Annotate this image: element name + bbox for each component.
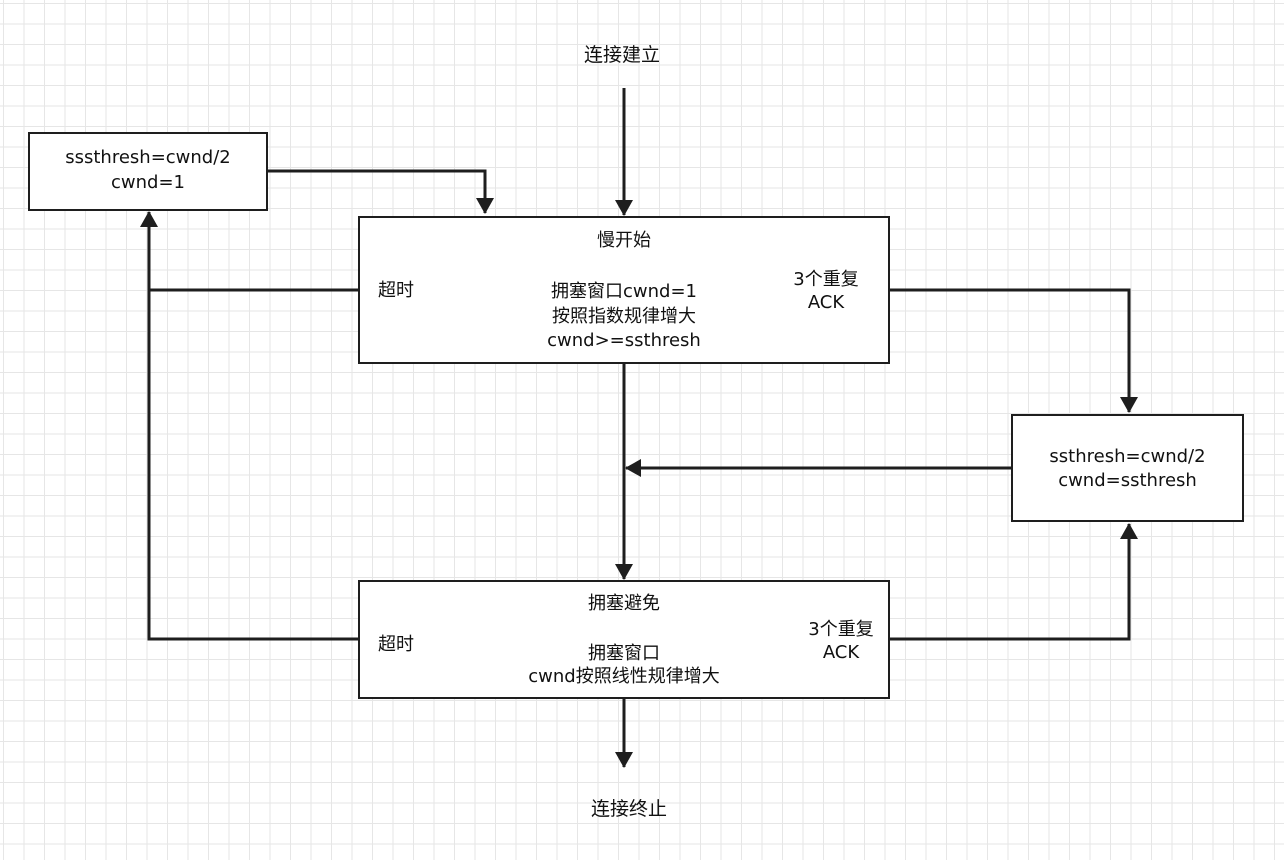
congestion-avoidance-body-line2: cwnd按照线性规律增大: [528, 666, 720, 687]
congestion-avoidance-body-line1: 拥塞窗口: [588, 643, 660, 664]
slow-start-timeout-label: 超时: [378, 280, 414, 301]
congestion-avoidance-dupack-line1: 3个重复: [808, 619, 874, 640]
slow-start-body-line3: cwnd>=ssthresh: [547, 330, 701, 351]
slow-start-title: 慢开始: [597, 230, 651, 251]
congestion-avoidance-dupack-line2: ACK: [822, 642, 860, 663]
fast-recovery-line1: ssthresh=cwnd/2: [1049, 446, 1206, 467]
timeout-reset-box: [28, 132, 268, 211]
fast-recovery-line2: cwnd=ssthresh: [1058, 470, 1197, 491]
slowstart-dupack-arrow: [889, 288, 1138, 413]
congestion-avoidance-box: [358, 580, 890, 699]
ca-timeout-arrow: [140, 211, 358, 641]
start-label: 连接建立: [584, 44, 661, 66]
end-label: 连接终止: [591, 798, 668, 820]
reset-box-line1: sssthresh=cwnd/2: [65, 147, 231, 168]
slow-start-body-line2: 按照指数规律增大: [552, 306, 696, 327]
ca-dupack-arrow: [889, 523, 1138, 641]
congestion-avoidance-title: 拥塞避免: [588, 593, 660, 614]
slow-start-box: [358, 216, 890, 364]
reset-to-slowstart-arrow: [267, 169, 494, 214]
fast-recovery-box: [1011, 414, 1244, 522]
slow-start-dupack-line1: 3个重复: [793, 269, 859, 290]
slow-start-body-line1: 拥塞窗口cwnd=1: [551, 281, 697, 302]
reset-box-line2: cwnd=1: [111, 172, 185, 193]
slow-start-dupack-line2: ACK: [807, 292, 845, 313]
congestion-avoidance-timeout-label: 超时: [378, 634, 414, 655]
